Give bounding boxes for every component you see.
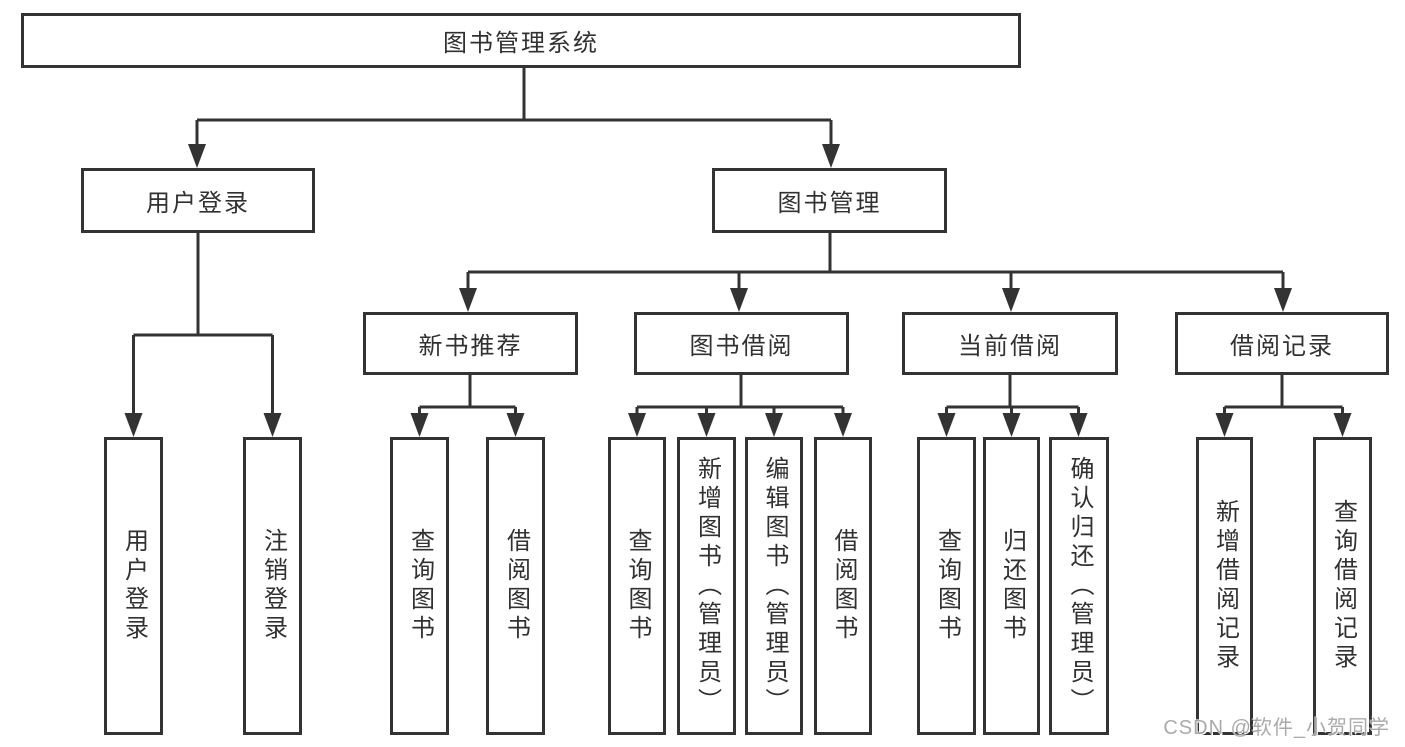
arrowheads	[124, 144, 1352, 437]
leaf-label: 编辑图书（管理员）	[761, 455, 788, 717]
leaf-label: 新增借阅记录	[1211, 499, 1239, 673]
node-label: 当前借阅	[958, 333, 1062, 360]
leaf-label: 注销登录	[259, 528, 287, 644]
leaf-borrow-books-borrowing: 借阅图书	[814, 437, 872, 735]
node-library-management-system: 图书管理系统	[21, 13, 1021, 68]
node-new-book-recommendation: 新书推荐	[363, 312, 578, 375]
leaf-edit-books-admin: 编辑图书（管理员）	[745, 437, 803, 735]
node-label: 图书管理	[777, 190, 882, 217]
leaf-label: 查询借阅记录	[1329, 499, 1357, 673]
node-label: 图书管理系统	[443, 30, 599, 57]
node-book-borrowing: 图书借阅	[634, 312, 849, 375]
leaf-confirm-return-admin: 确认归还（管理员）	[1049, 437, 1109, 735]
leaf-label: 用户登录	[120, 528, 148, 644]
leaf-label: 确认归还（管理员）	[1066, 455, 1093, 717]
leaf-label: 查询图书	[624, 528, 651, 644]
leaf-user-login: 用户登录	[104, 437, 163, 735]
node-current-borrowing: 当前借阅	[902, 312, 1118, 375]
node-label: 新书推荐	[418, 333, 523, 360]
csdn-watermark: CSDN @软件_小贺同学	[1163, 717, 1390, 739]
leaf-query-borrow-record: 查询借阅记录	[1313, 437, 1372, 735]
leaf-add-borrow-record: 新增借阅记录	[1196, 437, 1253, 735]
leaf-return-books: 归还图书	[983, 437, 1040, 735]
leaf-logout: 注销登录	[243, 437, 302, 735]
leaf-query-books-borrowing: 查询图书	[608, 437, 666, 735]
node-borrowing-records: 借阅记录	[1175, 312, 1389, 375]
leaf-label: 借阅图书	[502, 528, 530, 644]
node-book-management: 图书管理	[712, 168, 947, 233]
leaf-query-books-recommend: 查询图书	[390, 437, 449, 735]
node-user-login: 用户登录	[81, 168, 315, 233]
node-label: 用户登录	[146, 190, 250, 217]
leaf-query-books-current: 查询图书	[917, 437, 976, 735]
leaf-borrow-books-recommend: 借阅图书	[486, 437, 545, 735]
leaf-label: 查询图书	[406, 528, 434, 644]
leaf-label: 查询图书	[933, 528, 961, 644]
leaf-add-books-admin: 新增图书（管理员）	[677, 437, 736, 735]
node-label: 借阅记录	[1230, 333, 1334, 360]
leaf-label: 新增图书（管理员）	[693, 455, 721, 717]
leaf-label: 归还图书	[998, 528, 1026, 644]
leaf-label: 借阅图书	[830, 528, 857, 644]
node-label: 图书借阅	[689, 333, 794, 360]
